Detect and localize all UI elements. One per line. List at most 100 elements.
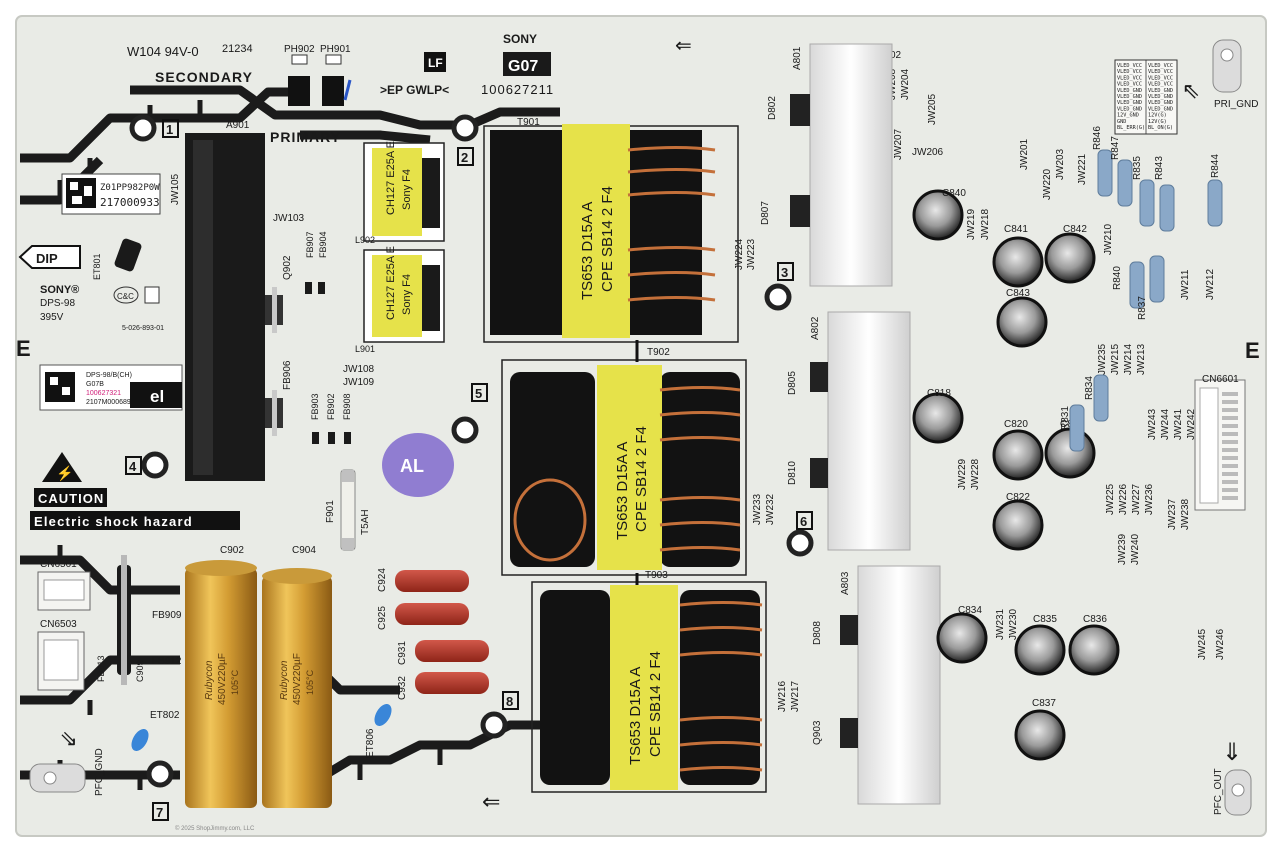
- electrolytic-capacitor: [992, 429, 1044, 481]
- ref-t902: T902: [647, 347, 670, 358]
- ref-jw203: JW203: [1055, 148, 1066, 180]
- pin-table-entry: 12V(G): [1148, 119, 1167, 125]
- resistors: [1069, 149, 1223, 452]
- electrolytic-capacitor: [1014, 624, 1066, 676]
- pin-table-entry: VLED_GND: [1117, 94, 1142, 100]
- connector-pin: [1222, 400, 1238, 404]
- electrolytic-capacitor: [936, 612, 988, 664]
- caution-text: Electric shock hazard: [34, 514, 193, 529]
- t902-marking1: TS653 D15A A: [614, 442, 631, 540]
- ref-jw243: JW243: [1147, 408, 1158, 440]
- ref-jw218: JW218: [980, 208, 991, 240]
- pin-table-entry: VLED_VCC: [1148, 82, 1173, 88]
- electrolytic-capacitors: C840C841C842C843C818C820C821C822C834C835…: [912, 188, 1120, 761]
- fuse-f901: [340, 469, 356, 551]
- ref-r837: R837: [1137, 296, 1148, 320]
- ref-r847: R847: [1110, 136, 1121, 160]
- pin-table-entry: VLED_GND: [1117, 106, 1142, 112]
- ref-a802: A802: [810, 316, 821, 340]
- ref-jw232: JW232: [765, 493, 776, 525]
- electrolytic-ref: C837: [1032, 698, 1056, 709]
- mount-number-3: 3: [781, 265, 788, 280]
- date-code: 21234: [222, 43, 253, 55]
- ref-jw228: JW228: [970, 458, 981, 490]
- ref-q902: FB906: [282, 360, 293, 390]
- mount-number-6: 6: [800, 514, 807, 529]
- pin-table-entry: VLED_VCC: [1148, 69, 1173, 75]
- ref-d810: D808: [812, 621, 823, 645]
- ref-r843: R843: [1154, 156, 1165, 180]
- ref-c903: ET802: [150, 710, 180, 721]
- sticker-serial: 2107M000689-A: [86, 399, 138, 406]
- ref-jw230: JW230: [1008, 608, 1019, 640]
- electrolytic-capacitor: [1014, 709, 1066, 761]
- ref-jw217: JW217: [790, 680, 801, 712]
- ref-r844: R844: [1210, 154, 1221, 178]
- mount-number-5: 5: [475, 386, 482, 401]
- ref-cn6503: CN6503: [40, 619, 77, 630]
- ref-jw205: JW205: [927, 93, 938, 125]
- c902-temp: 105°C: [230, 669, 240, 695]
- c902-rating: 450V220µF: [217, 653, 228, 705]
- t903-marking1: TS653 D15A A: [627, 667, 644, 765]
- copyright: © 2025 ShopJimmy.com, LLC: [175, 825, 255, 832]
- electrolytic-ref: C841: [1004, 224, 1028, 235]
- edge-marker-right: E: [1245, 338, 1260, 363]
- ref-jw239: JW239: [1117, 533, 1128, 565]
- ceramic-capacitors: [131, 704, 392, 751]
- pin-table-entry: VLED_GND: [1117, 88, 1142, 94]
- ref-fb912: FB913: [96, 655, 106, 682]
- electrolytic-ref: C843: [1006, 288, 1030, 299]
- electrolytic-ref: C840: [942, 188, 966, 199]
- connector-pin: [1222, 456, 1238, 460]
- voltage-rating: 395V: [40, 312, 64, 323]
- connector-pin: [1222, 488, 1238, 492]
- ref-jw236: JW236: [1144, 483, 1155, 515]
- ref-jw215: JW215: [1110, 343, 1121, 375]
- arrow-down-icon: ⇓: [1222, 739, 1242, 766]
- barcode-number: 217000933: [100, 196, 160, 209]
- electrolytic-capacitor: [912, 189, 964, 241]
- c904-temp: 105°C: [305, 669, 315, 695]
- ref-jw223: JW223: [746, 238, 757, 270]
- electrolytic-capacitor: [912, 392, 964, 444]
- ref-jw204: JW204: [900, 68, 911, 100]
- connector-pin: [1222, 496, 1238, 500]
- bulk-capacitor-c904: Rubycon 450V220µF 105°C: [262, 568, 332, 808]
- ref-jw211: JW211: [1180, 269, 1191, 300]
- ref-et806: PFC_GND: [94, 748, 105, 796]
- heatsink-a802: [827, 311, 911, 551]
- ul-rating: W104 94V-0: [127, 44, 199, 59]
- ref-d804: D802: [767, 96, 778, 120]
- ref-jw237: JW237: [1167, 498, 1178, 530]
- connector-pin: [1222, 432, 1238, 436]
- qc-stamp: AL: [382, 433, 454, 497]
- ref-jw245: JW245: [1197, 628, 1208, 660]
- pin-table-entry: VLED_VCC: [1148, 63, 1173, 69]
- electrolytic-ref: C820: [1004, 419, 1028, 430]
- document-number: 5-026-893-01: [122, 325, 164, 332]
- ref-jw240: JW240: [1130, 533, 1141, 565]
- connector-cn6501: [37, 571, 91, 611]
- transformer-t903: TS653 D15A A CPE SB14 2 F4: [531, 581, 767, 793]
- ref-l901: L901: [355, 344, 375, 354]
- mount-number-1: 1: [166, 122, 173, 137]
- c904-brand: Rubycon: [279, 660, 290, 700]
- model-number: DPS-98: [40, 298, 75, 309]
- electrolytic-ref: C835: [1033, 614, 1057, 625]
- caution-title: CAUTION: [38, 491, 104, 506]
- caution-block: ⚡ CAUTION Electric shock hazard: [30, 452, 240, 530]
- ref-jw201: JW201: [1019, 138, 1030, 170]
- electrolytic-capacitor: [1044, 232, 1096, 284]
- photocouplers: [288, 54, 352, 106]
- ref-fb904: FB903: [310, 393, 320, 420]
- mount-number-7: 7: [156, 805, 163, 820]
- mount-number-2: 2: [461, 150, 468, 165]
- t901-marking1: TS653 D15A A: [579, 202, 596, 300]
- sony-top: SONY: [503, 32, 537, 46]
- arrow-left-bottom-icon: ⇐: [482, 789, 500, 814]
- ref-d805: D810: [787, 461, 798, 485]
- t902-marking2: CPE SB14 2 F4: [633, 426, 650, 532]
- ref-ph901: PH901: [320, 44, 351, 55]
